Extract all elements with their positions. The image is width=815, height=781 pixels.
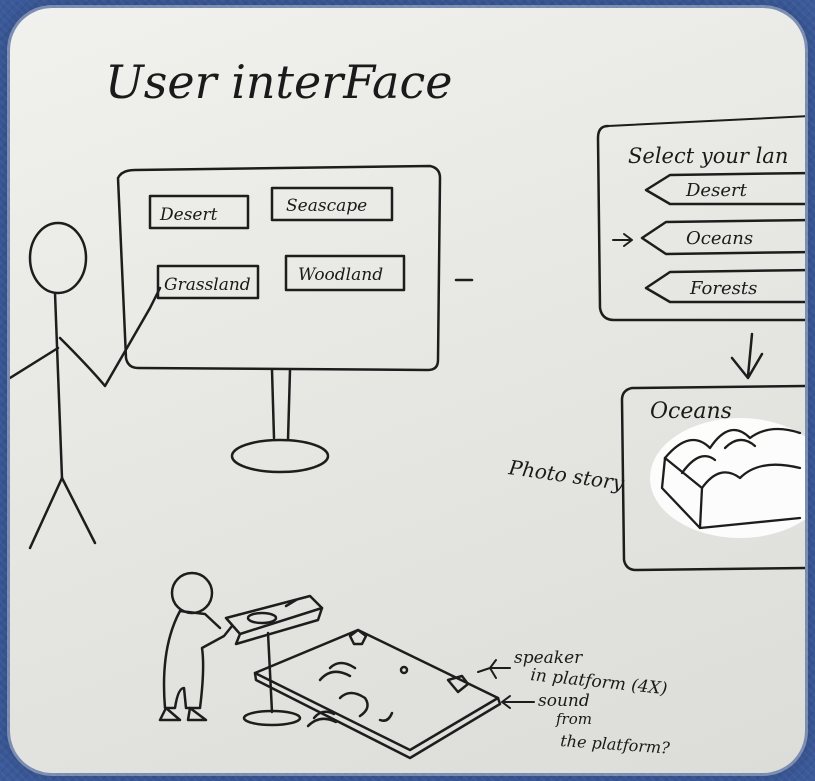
photo-story-label: Photo story [506,455,626,495]
menu-option-desert[interactable]: Desert [644,171,805,206]
kiosk-screen [116,164,474,474]
kiosk-button-label: Grassland [164,275,251,295]
kiosk-button-woodland[interactable]: Woodland [284,254,406,292]
menu-option-label: Oceans [686,228,753,249]
whiteboard: User interFace Desert Seascape Grassland… [10,8,805,773]
annotation-sound: sound [538,691,590,711]
down-arrow-icon [730,332,764,380]
whiteboard-sketch: User interFace Desert Seascape Grassland… [10,55,805,760]
stick-figure [10,221,162,550]
landscape-menu: Select your lan Desert Oceans Forests [596,115,805,322]
kiosk-button-grassland[interactable]: Grassland [156,264,260,300]
kiosk-button-label: Seascape [286,196,367,216]
annotation-the-platform: the platform? [560,731,671,758]
kiosk-button-desert[interactable]: Desert [148,194,250,230]
annotation-speaker: speaker [514,648,583,668]
glow [650,418,805,538]
annotation-from: from [555,710,592,728]
menu-option-forests[interactable]: Forests [644,268,805,304]
ocean-terrain-icon [660,427,802,530]
result-panel: Oceans [620,384,805,572]
sound-platform [253,628,502,760]
menu-option-label: Forests [689,278,757,299]
kiosk-button-label: Woodland [298,265,383,285]
menu-option-label: Desert [685,180,748,201]
menu-prompt: Select your lan [628,144,788,168]
platform-annotations: speaker in platform (4X) sound from the … [477,648,671,758]
kiosk-button-seascape[interactable]: Seascape [270,186,394,222]
person-at-podium [158,571,324,727]
kiosk-button-label: Desert [159,205,218,225]
page-title: User interFace [105,55,452,109]
menu-option-oceans[interactable]: Oceans [612,218,805,256]
selection-arrow-icon [612,233,633,247]
